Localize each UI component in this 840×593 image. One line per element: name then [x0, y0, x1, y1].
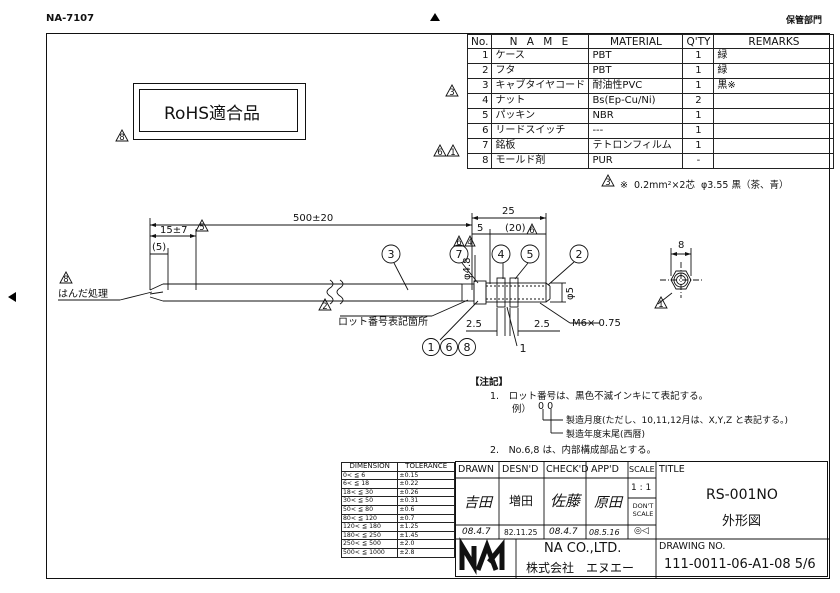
top-center-mark — [430, 13, 440, 21]
dim-20: (20) — [505, 223, 526, 234]
balloon-7: 7 — [456, 248, 463, 261]
rev-mark-6: 6 — [437, 148, 442, 158]
col-dimension: DIMENSION — [340, 462, 399, 472]
appd-label: APP'D — [591, 464, 619, 475]
company-logo — [459, 536, 505, 576]
company-name-en: NA CO.,LTD. — [544, 541, 622, 556]
balloon-4: 4 — [498, 248, 505, 261]
rev-mark-3: 3 — [449, 88, 454, 98]
label-solder: はんだ処理 — [58, 287, 108, 300]
checkd-label: CHECK'D — [546, 464, 589, 475]
scale-value: 1 : 1 — [631, 483, 652, 493]
rev-mark-6c: 6 — [529, 226, 534, 236]
desnd-label: DESN'D — [502, 464, 539, 475]
rev-mark-6b: 6 — [456, 238, 461, 248]
balloon-1: 1 — [428, 341, 435, 354]
dim-15: 15±7 — [160, 225, 187, 236]
left-center-mark — [8, 292, 16, 302]
drawn-label: DRAWN — [458, 464, 495, 475]
table-row: 80< ≦ 120±0.7 — [340, 513, 455, 524]
table-row: 120< ≦ 180±1.25 — [340, 522, 455, 532]
col-tolerance: TOLERANCE — [397, 462, 455, 472]
appd-signature: 原田 — [594, 495, 622, 511]
projection-symbol-icon: ◎◁ — [634, 526, 649, 536]
drawing-no-label: DRAWING NO. — [659, 541, 726, 552]
dim-8: 8 — [678, 240, 684, 251]
note-1: 1. ロット番号は、黒色不滅インキにて表記する。 — [490, 391, 709, 402]
document-id: NA-7107 — [46, 13, 95, 24]
title-label: TITLE — [659, 464, 685, 475]
rev-mark-5: 5 — [199, 223, 204, 233]
checkd-signature: 佐藤 — [550, 492, 581, 510]
drawn-date: 08.4.7 — [462, 527, 491, 537]
rev-mark-1b: 1 — [658, 300, 663, 310]
dim-2-5b: 2.5 — [534, 319, 550, 330]
dim-phi5: φ5 — [565, 287, 576, 300]
table-row: 18< ≦ 30±0.26 — [340, 487, 455, 498]
title-block: DRAWN DESN'D CHECK'D APP'D SCALE TITLE 吉… — [455, 461, 829, 578]
dont-scale: DON'T SCALE — [632, 502, 654, 518]
balloon-3: 3 — [388, 248, 395, 261]
storage-department: 保管部門 — [786, 16, 823, 26]
drawn-signature: 吉田 — [464, 495, 492, 511]
balloon-2: 2 — [576, 248, 583, 261]
note-2: 2. No.6,8 は、内部構成部品とする。 — [490, 445, 657, 456]
dim-25: 25 — [502, 206, 515, 217]
dim-phi48: φ4.8 — [462, 258, 473, 281]
note-month: 製造月度(ただし、10,11,12月は、X,Y,Z と表記する。) — [566, 416, 789, 426]
notes-title: 【注記】 — [470, 377, 509, 388]
drawing-number: 111-0011-06-A1-08 5/6 — [664, 557, 816, 572]
drawing-border — [46, 33, 830, 579]
note-example: 例） — [512, 404, 532, 415]
table-row: 250< ≦ 500±2.0 — [340, 539, 455, 549]
dim-2-5a: 2.5 — [466, 319, 482, 330]
rev-mark-1: 1 — [450, 148, 455, 158]
table-row: 30< ≦ 50±0.31 — [340, 496, 455, 506]
leader-label-1: 1 — [520, 342, 527, 355]
dim-5: 5 — [477, 223, 483, 234]
col-no: No. — [466, 34, 493, 49]
cable-note-mark: 3 — [605, 178, 610, 188]
scale-label: SCALE — [629, 465, 655, 474]
note-year: 製造年度末尾(西暦) — [566, 430, 646, 440]
checkd-date: 08.4.7 — [549, 527, 578, 537]
rohs-box: RoHS適合品 — [133, 83, 306, 140]
table-row: 50< ≦ 80±0.6 — [340, 504, 455, 515]
rev-mark-8b: 8 — [63, 275, 68, 285]
thread-spec: M6× 0.75 — [572, 318, 621, 329]
appd-date: 08.5.16 — [589, 528, 620, 537]
rohs-label: RoHS適合品 — [164, 104, 261, 124]
table-row: 6< ≦ 18±0.22 — [340, 479, 455, 489]
cable-spec-note: ※ 0.2mm²×2芯 φ3.55 黒（茶、青） — [620, 180, 789, 191]
balloon-5: 5 — [527, 248, 534, 261]
title-part-no: RS-001NO — [706, 487, 778, 503]
label-lot: ロット番号表記箇所 — [338, 315, 428, 328]
rev-mark-8: 8 — [119, 133, 124, 143]
col-material: MATERIAL — [588, 34, 684, 49]
balloon-8: 8 — [464, 341, 471, 354]
dim-5-paren: (5) — [152, 242, 166, 253]
note-example-code: 0 0 — [538, 401, 554, 412]
dim-500: 500±20 — [293, 213, 333, 224]
table-row: 0< ≦ 6±0.15 — [340, 470, 455, 481]
company-name-jp: 株式会社 エヌエー — [526, 561, 635, 575]
title-description: 外形図 — [722, 514, 762, 529]
table-row: 500< ≦ 1000±2.8 — [340, 547, 455, 558]
rev-mark-2: 2 — [322, 302, 327, 312]
rev-mark-4: 4 — [467, 238, 472, 248]
table-row: 180< ≦ 250±1.45 — [340, 530, 455, 541]
desnd-signature: 増田 — [509, 494, 534, 508]
balloon-6: 6 — [446, 341, 453, 354]
desnd-date: 82.11.25 — [504, 528, 538, 537]
